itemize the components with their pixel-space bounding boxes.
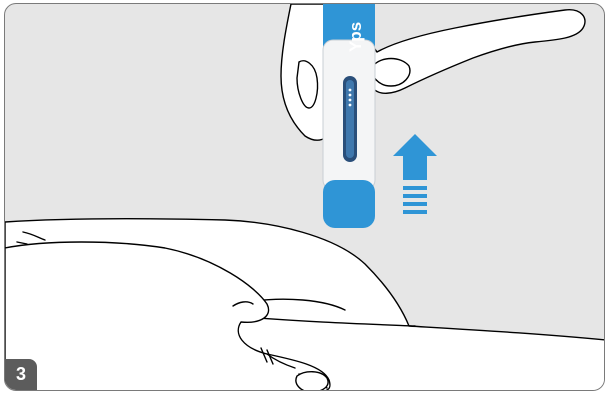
thumbnail (296, 372, 328, 391)
illustration: Yps (5, 4, 605, 391)
fingernail (372, 59, 410, 87)
step-number-badge: 3 (5, 359, 37, 390)
arrow-up-icon (393, 134, 437, 214)
illustration-frame: Yps 3 (4, 3, 605, 391)
injection-pen: Yps (323, 4, 375, 228)
pen-brand-label: Yps (346, 22, 365, 52)
